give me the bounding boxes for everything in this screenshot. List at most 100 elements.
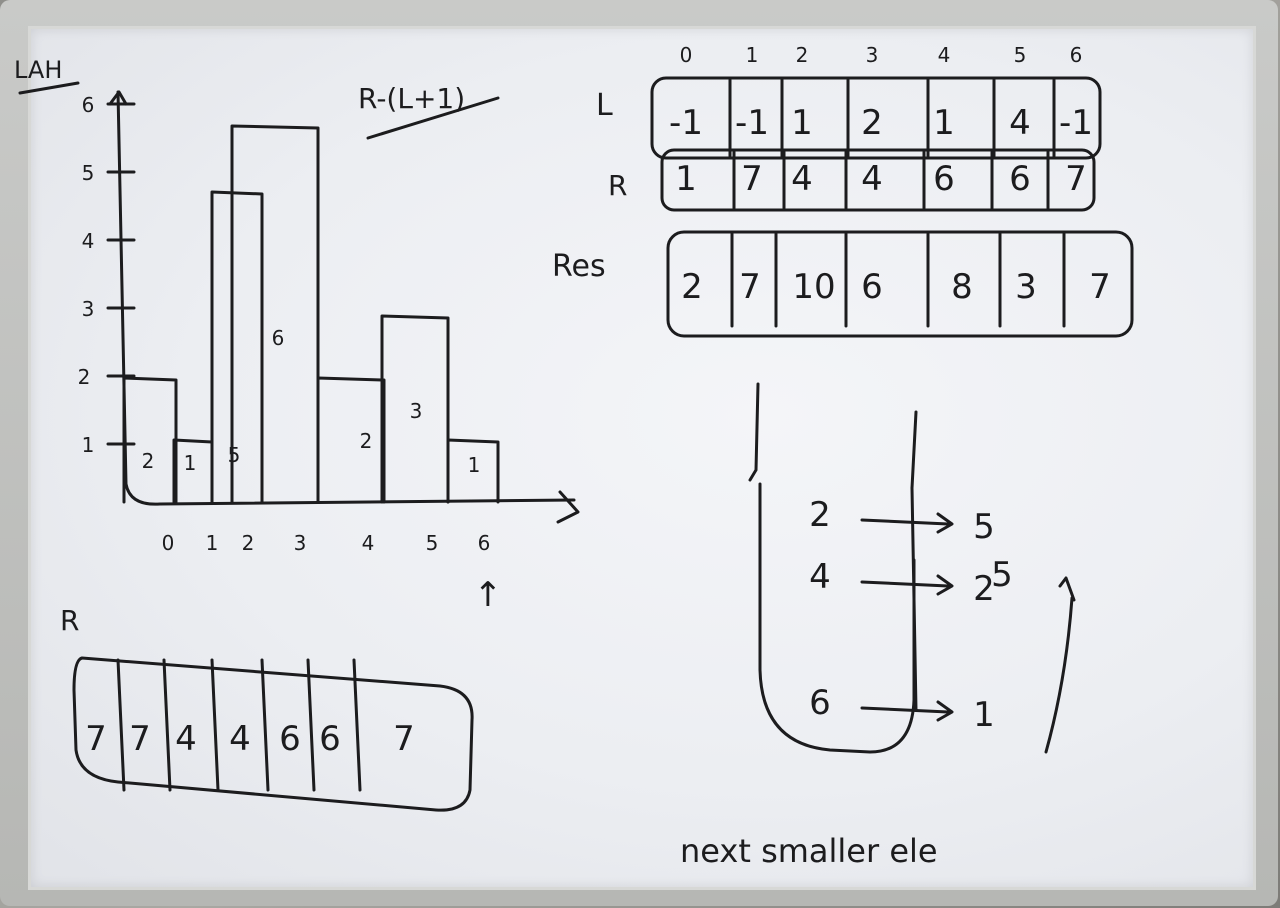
stack-value: 6: [809, 683, 831, 723]
R-array-box: [660, 148, 1096, 212]
stack-arrow: [860, 518, 950, 526]
histogram-bar-label: 1: [184, 451, 197, 475]
L-array-value: -1: [669, 103, 703, 143]
histogram-bar: [380, 314, 450, 504]
histogram-bar-label: 2: [142, 449, 155, 473]
res-array-value: 7: [1089, 267, 1111, 307]
res-array-value: 8: [951, 267, 973, 307]
res-label: Res: [552, 249, 606, 284]
y-tick-label: 4: [82, 229, 95, 253]
stack-container-outline: [748, 382, 918, 754]
R-array-value: 4: [791, 159, 813, 199]
stack-value: 2: [809, 495, 831, 535]
res-array-value: 6: [861, 267, 883, 307]
histogram-bar-label: 3: [410, 399, 423, 423]
L-array-value: 4: [1009, 103, 1031, 143]
L-label: L: [596, 88, 613, 123]
y-tick-label: 2: [78, 365, 91, 389]
stack-arrowhead: [936, 574, 954, 596]
bottom-R-divider: [260, 658, 270, 792]
bottom-R-array-box: [72, 656, 474, 812]
y-tick-label: 3: [82, 297, 95, 321]
res-array-value: 2: [681, 267, 703, 307]
stack-arrowhead: [936, 700, 954, 722]
histogram-bar-label: 6: [272, 326, 285, 350]
R-array-value: 1: [675, 159, 697, 199]
histogram-bar: [446, 438, 500, 504]
histogram-bar-label: 2: [360, 429, 373, 453]
L-array-value: -1: [1059, 103, 1093, 143]
array-index: 6: [1070, 43, 1083, 67]
res-array-box: [666, 230, 1134, 338]
bottom-R-divider: [210, 658, 220, 792]
stack-value: 4: [809, 557, 831, 597]
x-tick-label: 0: [162, 531, 175, 555]
histogram-bar: [316, 376, 386, 504]
L-array-value: 2: [861, 103, 883, 143]
histogram-bar: [230, 124, 320, 504]
histogram-bars: [122, 124, 500, 504]
L-array-cells: -1 -1 1 2 1 4 -1: [669, 78, 1093, 158]
array-index: 3: [866, 43, 879, 67]
histogram-bar-label: 1: [468, 453, 481, 477]
y-tick-marks: [106, 102, 136, 446]
x-tick-label: 5: [426, 531, 439, 555]
histogram-bar: [122, 376, 178, 504]
array-index: 0: [680, 43, 693, 67]
x-tick-label: 4: [362, 531, 375, 555]
stack-arrow: [860, 580, 950, 588]
res-array-value: 3: [1015, 267, 1037, 307]
stack-extra: 5: [991, 555, 1013, 595]
L-array-box: [650, 76, 1102, 160]
bottom-R-value: 7: [85, 719, 107, 759]
array-index: 1: [746, 43, 759, 67]
y-tick-label: 5: [82, 161, 95, 185]
bottom-R-value: 6: [279, 719, 301, 759]
bottom-R-divider: [352, 658, 362, 792]
stack-bracket: [1044, 576, 1076, 754]
L-array-value: -1: [735, 103, 769, 143]
bottom-R-label: R: [60, 604, 79, 637]
array-index: 2: [796, 43, 809, 67]
stack-vertical-line: [910, 486, 918, 712]
x-tick-label: 6: [478, 531, 491, 555]
bottom-R-value: 6: [319, 719, 341, 759]
stack-index: 2: [973, 569, 995, 609]
x-tick-label: 3: [294, 531, 307, 555]
array-index: 4: [938, 43, 951, 67]
histogram-axes: [116, 90, 576, 506]
bottom-R-divider: [162, 658, 172, 792]
formula-text: R-(L+1): [358, 82, 465, 115]
L-array-value: 1: [791, 103, 813, 143]
pointer-up-arrow: ↑: [474, 575, 503, 615]
y-axis-arrow: [108, 90, 128, 106]
bottom-R-divider: [306, 658, 316, 792]
bottom-R-value: 4: [229, 719, 251, 759]
x-tick-label: 1: [206, 531, 219, 555]
L-array-value: 1: [933, 103, 955, 143]
R-label: R: [608, 169, 627, 202]
corner-label: LAH: [14, 56, 62, 84]
bottom-R-value: 4: [175, 719, 197, 759]
stack-arrow: [860, 706, 950, 714]
R-array-value: 4: [861, 159, 883, 199]
stack-arrowhead: [936, 512, 954, 534]
histogram-bar: [210, 190, 264, 504]
formula-underline: [366, 96, 500, 140]
res-array-value: 10: [792, 267, 835, 307]
bottom-R-divider: [116, 658, 126, 792]
x-axis-arrow: [556, 490, 580, 524]
stack-index: 5: [973, 507, 995, 547]
bottom-caption: next smaller ele: [680, 832, 938, 870]
x-tick-label: 2: [242, 531, 255, 555]
stack-index: 1: [973, 695, 995, 735]
